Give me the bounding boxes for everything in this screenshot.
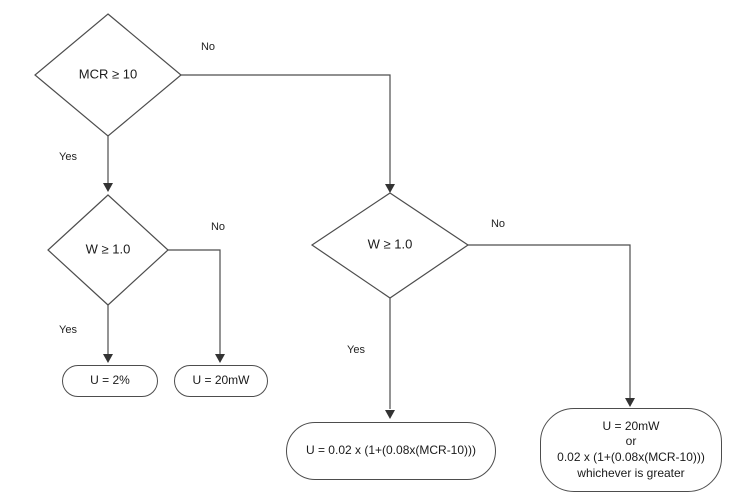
- result-line: U = 20mW: [602, 418, 660, 433]
- result-line: 0.02 x (1+(0.08x(MCR-10))): [557, 450, 705, 464]
- result-line: or: [625, 434, 637, 449]
- result-box-u-formula: U = 0.02 x (1+(0.08x(MCR-10))): [286, 422, 496, 480]
- result-line: whichever is greater: [577, 465, 685, 480]
- result-box-u-greater: U = 20mW or 0.02 x (1+(0.08x(MCR-10))) w…: [540, 408, 722, 492]
- result-label: U = 2%: [90, 373, 130, 388]
- edge-label-mcr-yes: Yes: [59, 151, 77, 163]
- edge-w-right-no: [468, 244, 631, 398]
- edge-label-w-right-yes: Yes: [347, 344, 365, 356]
- decision-label-w-right: W ≥ 1.0: [367, 236, 413, 252]
- arrowheads: [103, 183, 635, 419]
- result-label: U = 20mW: [192, 373, 250, 388]
- arrowhead-icon: [103, 183, 113, 192]
- arrowhead-icon: [385, 184, 395, 193]
- edge-label-w-left-yes: Yes: [59, 324, 77, 336]
- result-box-u-20mw: U = 20mW: [174, 365, 268, 397]
- connector-lines: [107, 74, 631, 409]
- decision-label-mcr: MCR ≥ 10: [78, 66, 138, 82]
- arrowhead-icon: [385, 410, 395, 419]
- decision-diamond-w-left: [47, 194, 169, 306]
- decision-diamond-mcr: [34, 13, 182, 137]
- edge-label-mcr-no: No: [200, 41, 216, 53]
- result-box-u-2-percent: U = 2%: [62, 365, 158, 397]
- arrowhead-icon: [625, 398, 635, 407]
- arrowhead-icon: [215, 354, 225, 363]
- edge-label-w-right-no: No: [490, 218, 506, 230]
- decision-diamond-w-right: [310, 192, 470, 299]
- arrowhead-icon: [103, 354, 113, 363]
- decision-diamonds: [34, 13, 470, 306]
- edge-label-w-left-no: No: [210, 221, 226, 233]
- result-label: U = 0.02 x (1+(0.08x(MCR-10))): [305, 443, 477, 458]
- decision-label-w-left: W ≥ 1.0: [85, 241, 131, 257]
- edge-w-left-no: [168, 249, 221, 354]
- edge-mcr-no: [181, 74, 391, 184]
